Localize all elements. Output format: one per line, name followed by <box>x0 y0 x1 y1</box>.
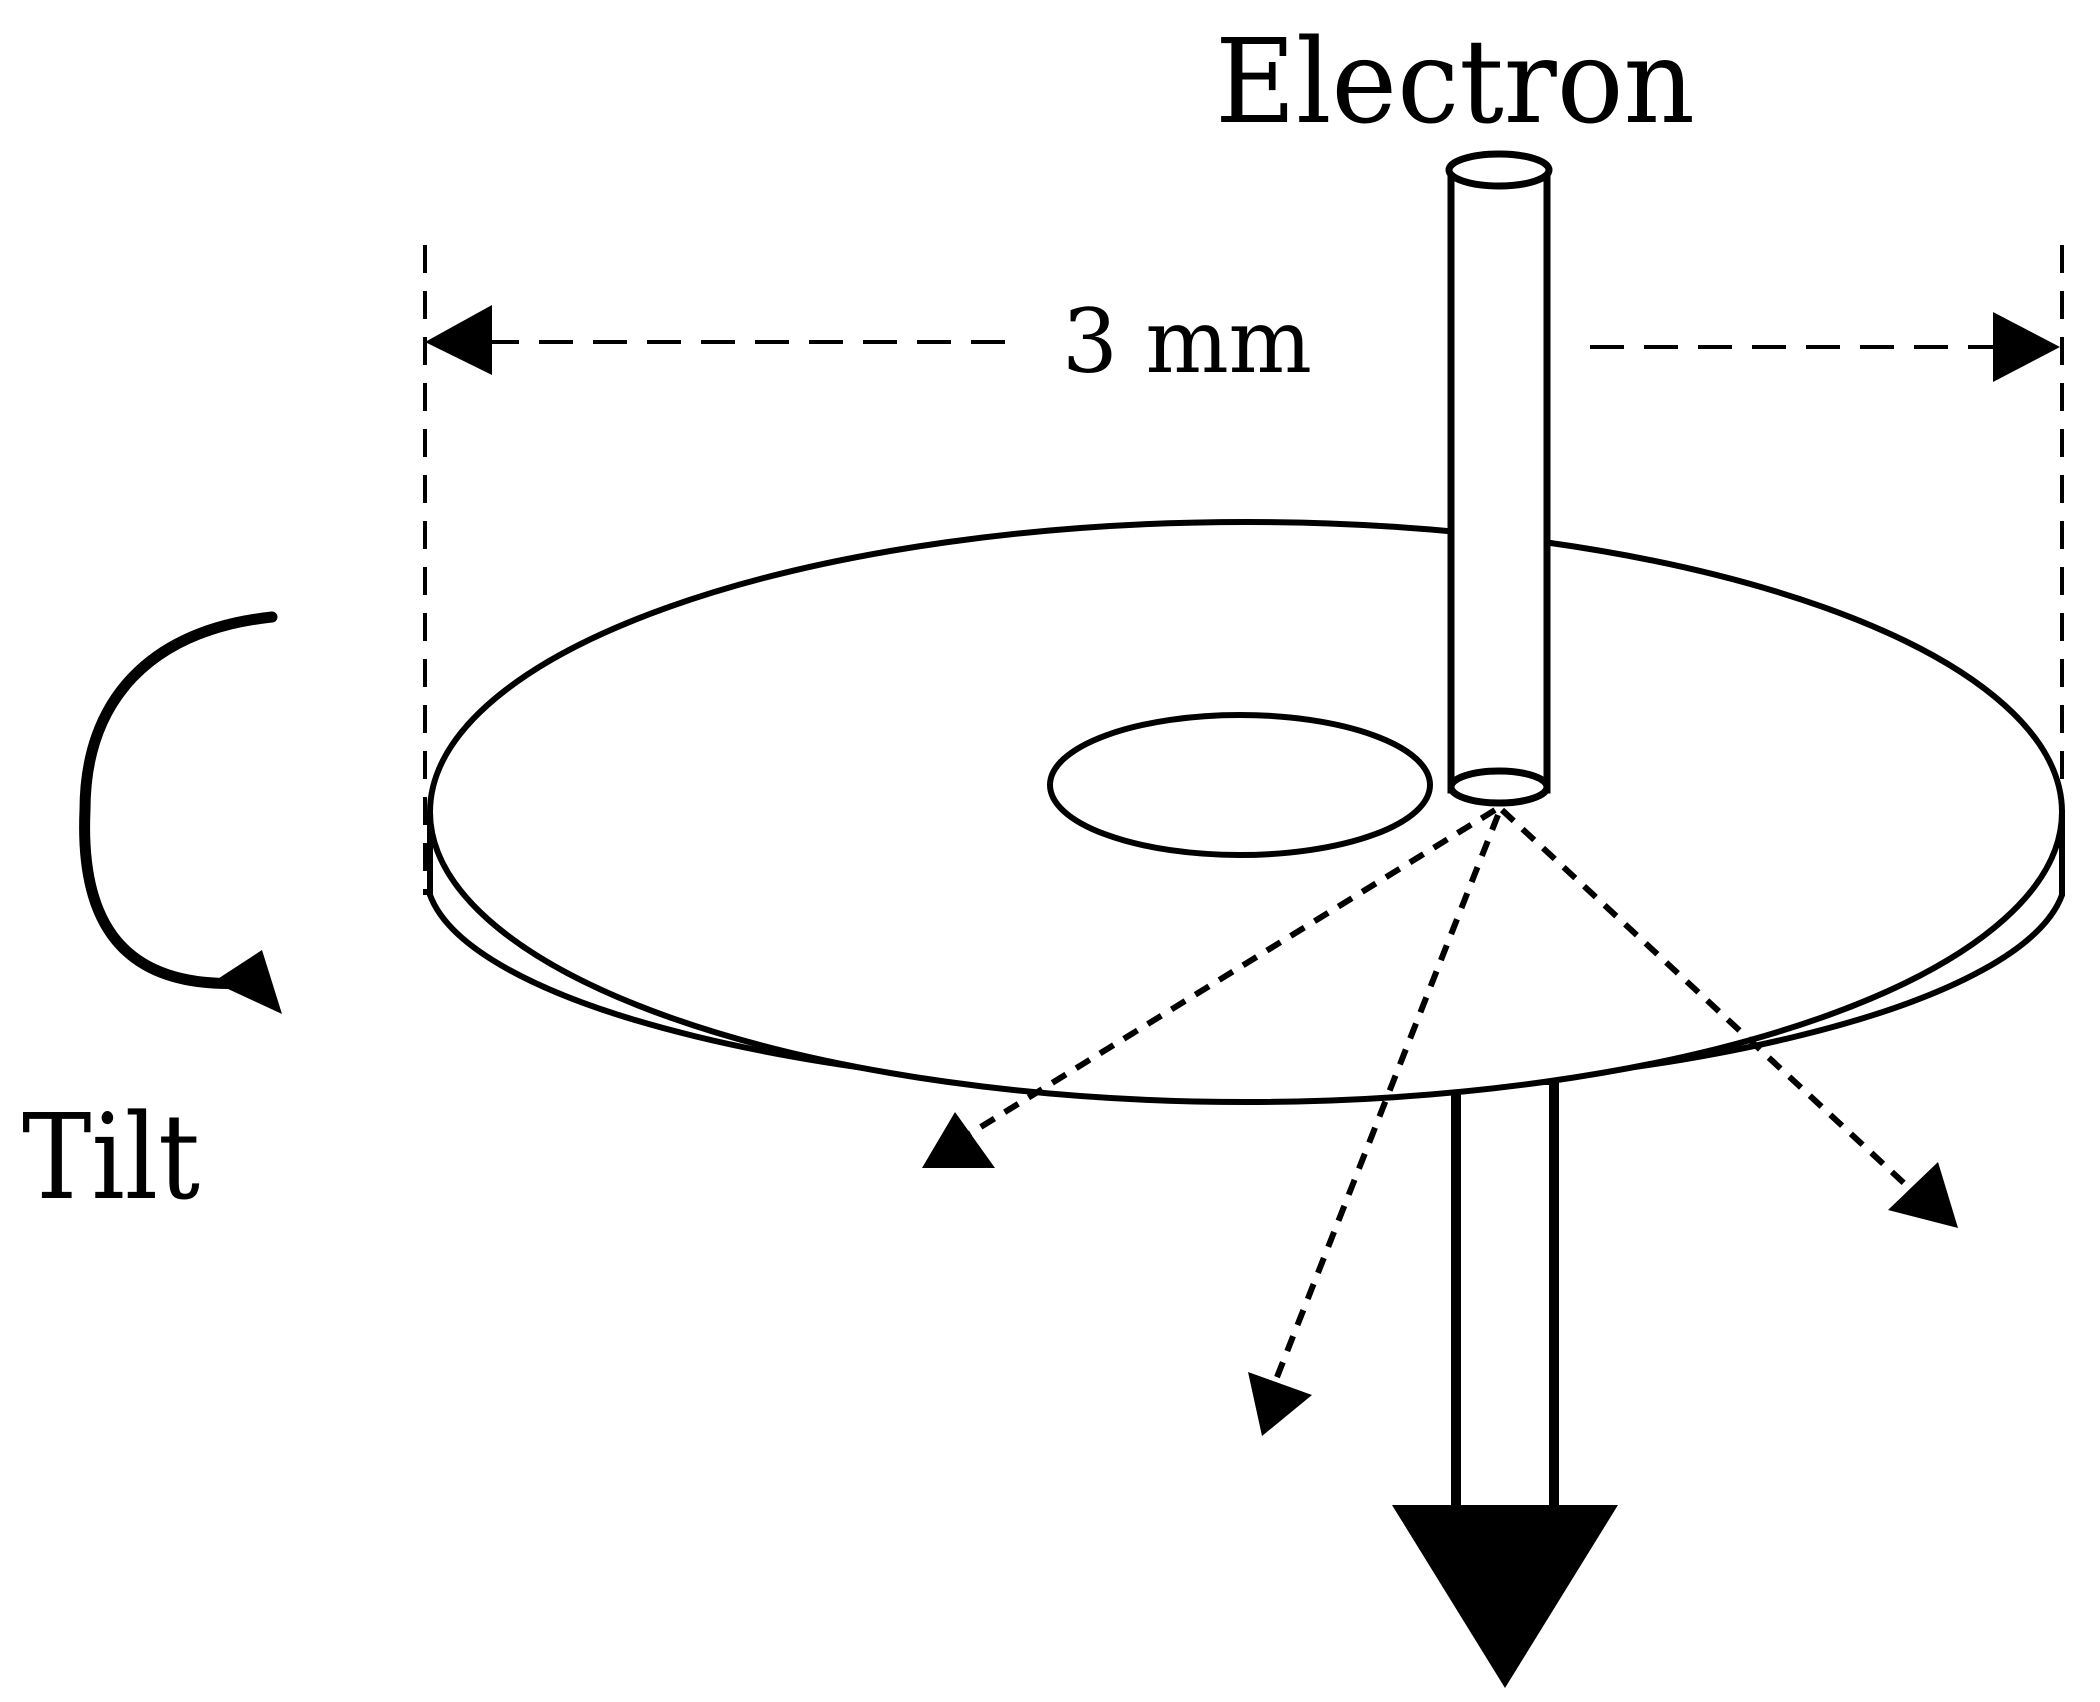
width-arrow-left-head <box>425 305 492 375</box>
specimen-disc <box>427 519 2065 1105</box>
scattered-ray-right-head <box>1888 1162 1958 1228</box>
scattered-ray-center <box>1265 813 1501 1402</box>
exit-beam <box>1451 1075 1559 1525</box>
specimen-thin-area <box>1047 712 1433 858</box>
width-label: 3 mm <box>1062 290 1312 393</box>
scattered-ray-right <box>1499 807 1923 1201</box>
incident-beam-top <box>1445 150 1553 190</box>
tilt-rotation-arrow <box>79 611 278 989</box>
scattered-ray-left-head <box>922 1112 995 1168</box>
tilt-arrowhead <box>213 950 282 1014</box>
tilt-label: Tilt <box>22 1088 200 1226</box>
incident-beam <box>1447 166 1551 794</box>
electron-label: Electron <box>1215 15 1695 150</box>
scattered-ray-center-head <box>1248 1372 1312 1436</box>
width-arrow-right-head <box>1993 312 2060 382</box>
incident-beam-spot <box>1447 767 1551 807</box>
exit-beam-arrowhead <box>1392 1505 1618 1688</box>
